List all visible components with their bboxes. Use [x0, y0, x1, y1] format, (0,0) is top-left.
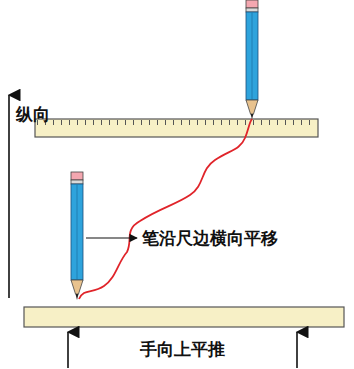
callout-label: 笔沿尺边横向平移 [142, 228, 278, 248]
leader-arrow [86, 237, 137, 238]
top-pencil [246, 0, 258, 119]
bottom-pencil [71, 172, 83, 300]
pencil-trace [79, 119, 252, 299]
longitudinal-arrow [8, 95, 10, 298]
top-ruler [35, 119, 318, 137]
caption-label: 手向上平推 [140, 339, 225, 359]
push-arrow [296, 332, 298, 368]
push-arrow [67, 332, 69, 368]
direction-label: 纵向 [16, 104, 50, 124]
bottom-ruler [24, 307, 344, 327]
